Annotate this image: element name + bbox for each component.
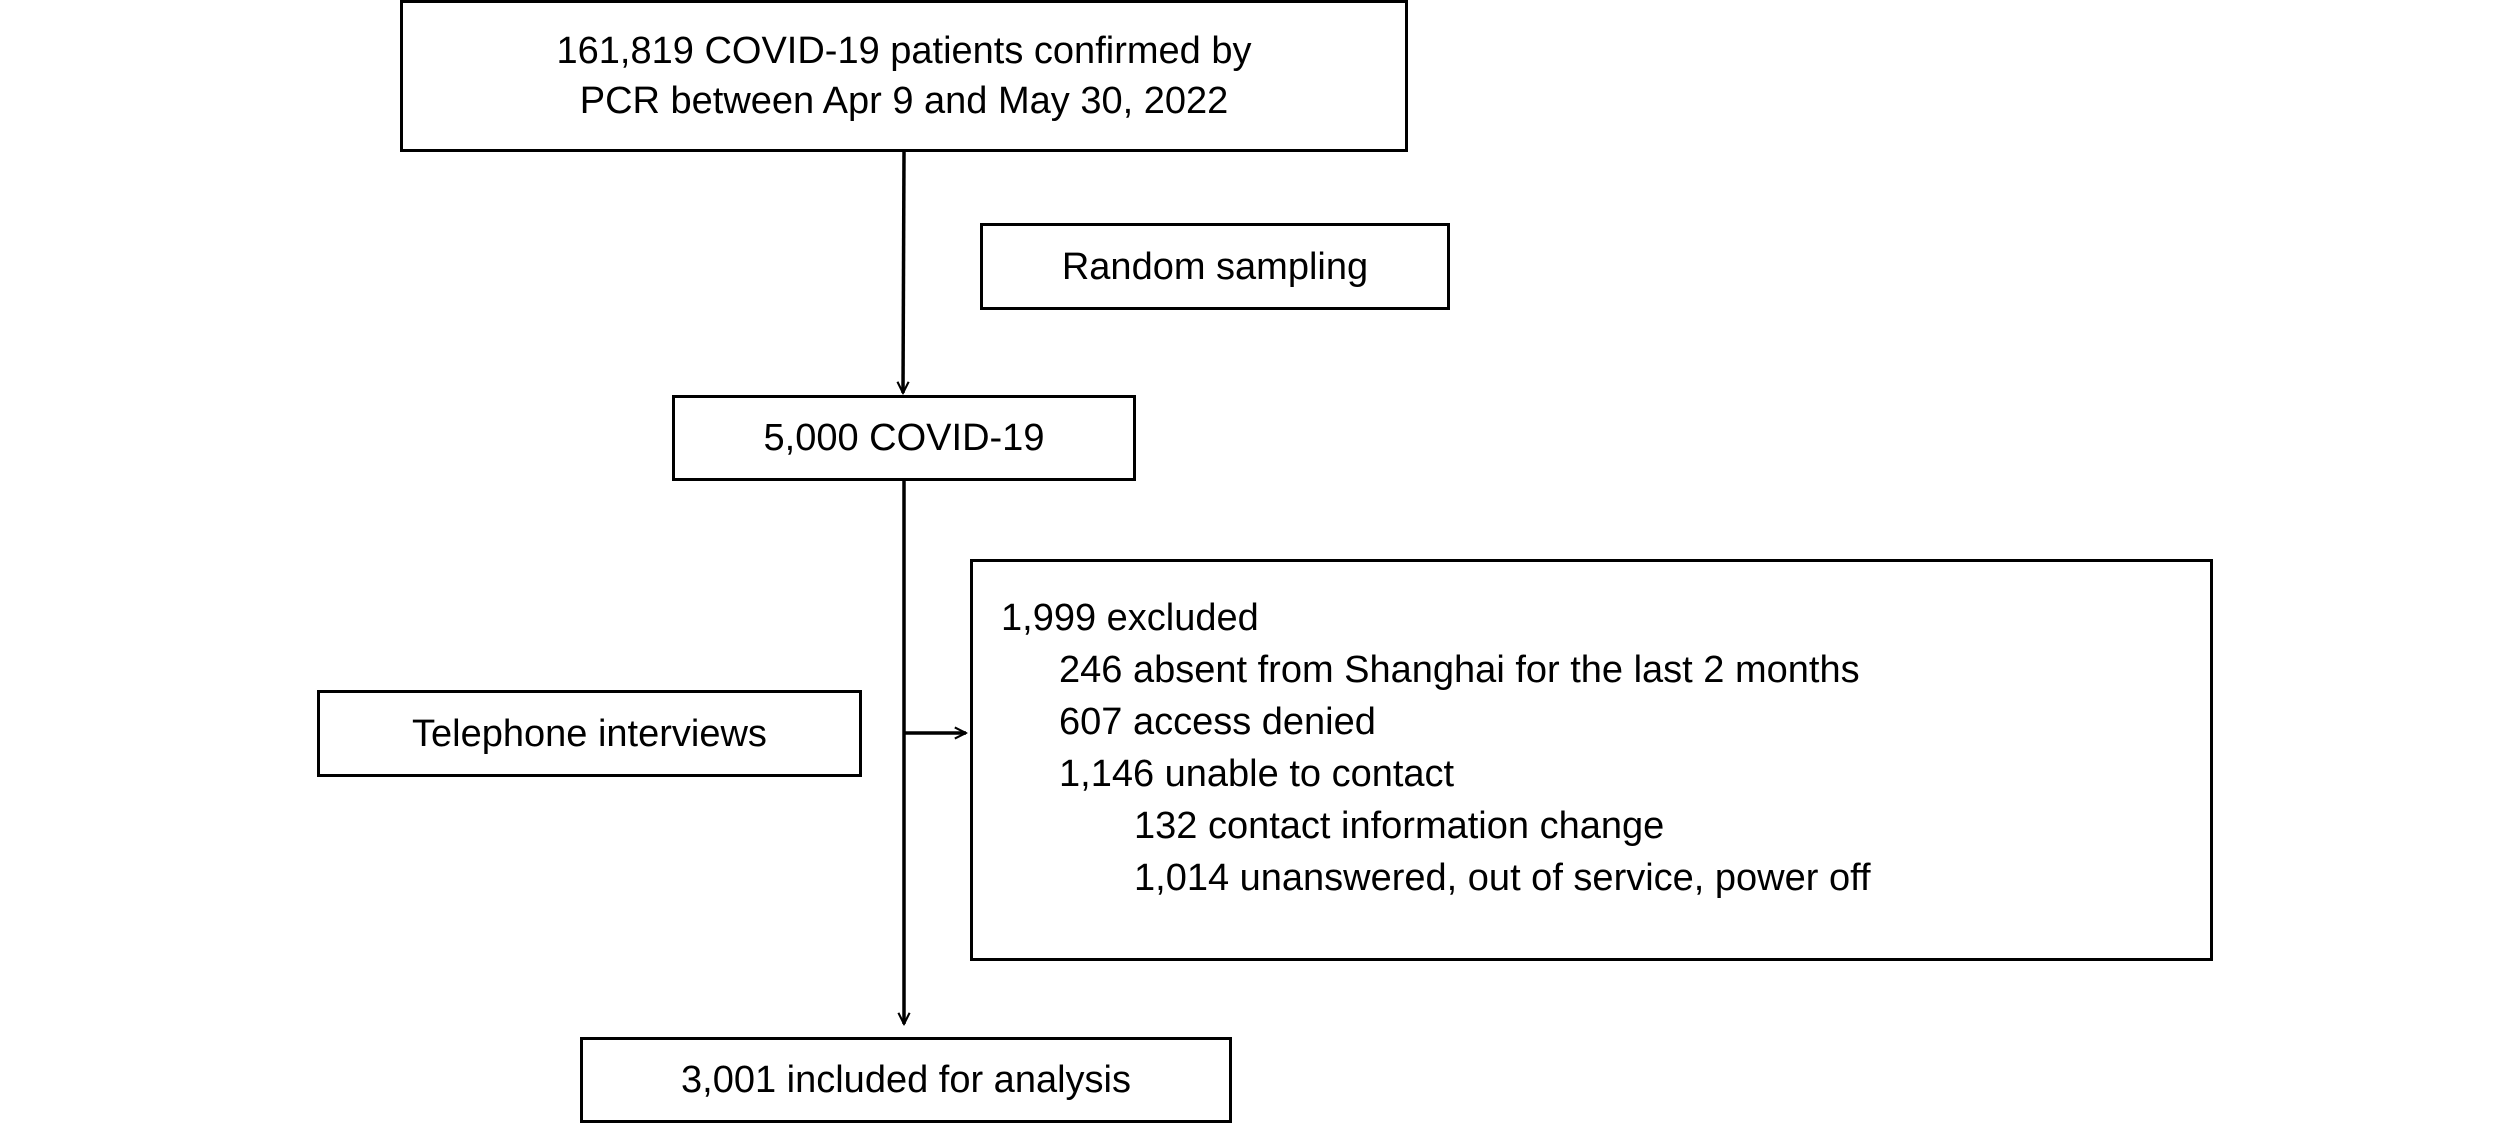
source-line-1: 161,819 COVID-19 patients confirmed by bbox=[556, 30, 1252, 72]
exclusion-reason-unable-to-contact: 1,146 unable to contact bbox=[1059, 753, 1455, 795]
random-sampling-label: Random sampling bbox=[1061, 245, 1369, 288]
excluded-box: 1,999 excluded 246 absent from Shanghai … bbox=[970, 559, 2213, 961]
exclusion-subreason-unanswered: 1,014 unanswered, out of service, power … bbox=[1134, 857, 1871, 899]
source-population-box: 161,819 COVID-19 patients confirmed by P… bbox=[400, 0, 1408, 152]
telephone-interviews-label: Telephone interviews bbox=[412, 712, 767, 755]
exclusion-subreason-contact-change: 132 contact information change bbox=[1134, 805, 1665, 847]
sampled-patients-label: 5,000 COVID-19 bbox=[763, 417, 1045, 459]
exclusion-reason-absent: 246 absent from Shanghai for the last 2 … bbox=[1059, 649, 1860, 691]
sampled-patients-box: 5,000 COVID-19 bbox=[672, 395, 1136, 481]
excluded-total: 1,999 excluded bbox=[1001, 597, 1259, 639]
included-box: 3,001 included for analysis bbox=[580, 1037, 1232, 1123]
included-label: 3,001 included for analysis bbox=[681, 1059, 1131, 1101]
random-sampling-box: Random sampling bbox=[980, 223, 1450, 310]
telephone-interviews-box: Telephone interviews bbox=[317, 690, 862, 777]
arrow-source-to-sampled bbox=[903, 151, 904, 393]
exclusion-reason-access-denied: 607 access denied bbox=[1059, 701, 1376, 743]
source-line-2: PCR between Apr 9 and May 30, 2022 bbox=[579, 80, 1229, 122]
